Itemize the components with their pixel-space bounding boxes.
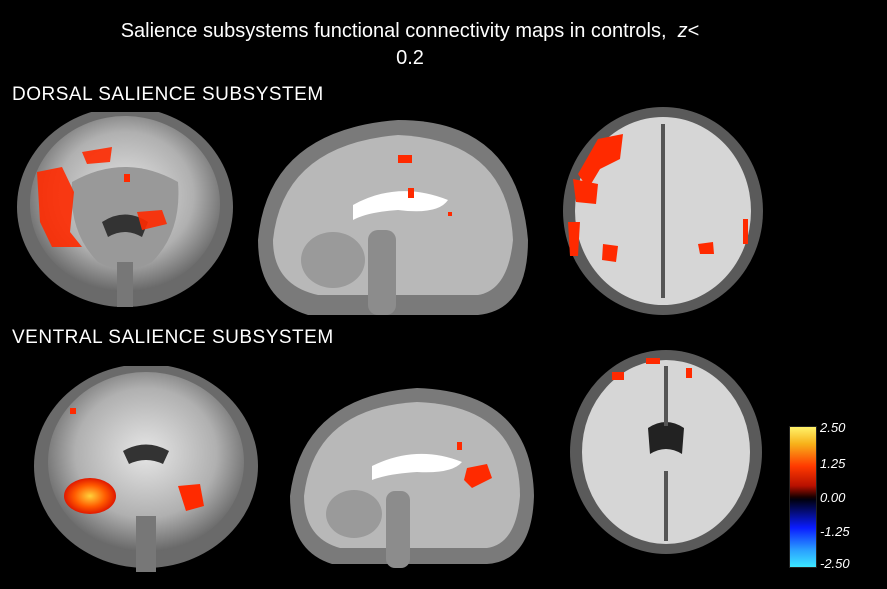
colorbar-tick-max: 2.50 <box>820 420 846 435</box>
dorsal-section-label: DORSAL SALIENCE SUBSYSTEM <box>12 84 324 105</box>
colorbar-tick-min: -2.50 <box>820 556 850 571</box>
dorsal-coronal-slice <box>12 112 238 312</box>
title-text: Salience subsystems functional connectiv… <box>120 20 667 42</box>
colorbar-tick-high: 1.25 <box>820 456 846 471</box>
dorsal-axial-slice <box>558 104 768 318</box>
dorsal-sagittal-slice <box>248 100 538 320</box>
colorbar-tick-zero: 0.00 <box>820 490 846 505</box>
title-operator: < <box>687 20 700 42</box>
colorbar-tick-low: -1.25 <box>820 524 850 539</box>
ventral-sagittal-slice <box>282 376 540 568</box>
ventral-section-label: VENTRAL SALIENCE SUBSYSTEM <box>12 327 334 348</box>
title-variable: z <box>677 20 688 42</box>
ventral-coronal-slice <box>28 366 264 572</box>
figure-title: Salience subsystems functional connectiv… <box>0 18 820 72</box>
colorbar <box>789 426 817 568</box>
title-value: 0.2 <box>396 47 424 69</box>
ventral-axial-slice <box>566 346 766 558</box>
